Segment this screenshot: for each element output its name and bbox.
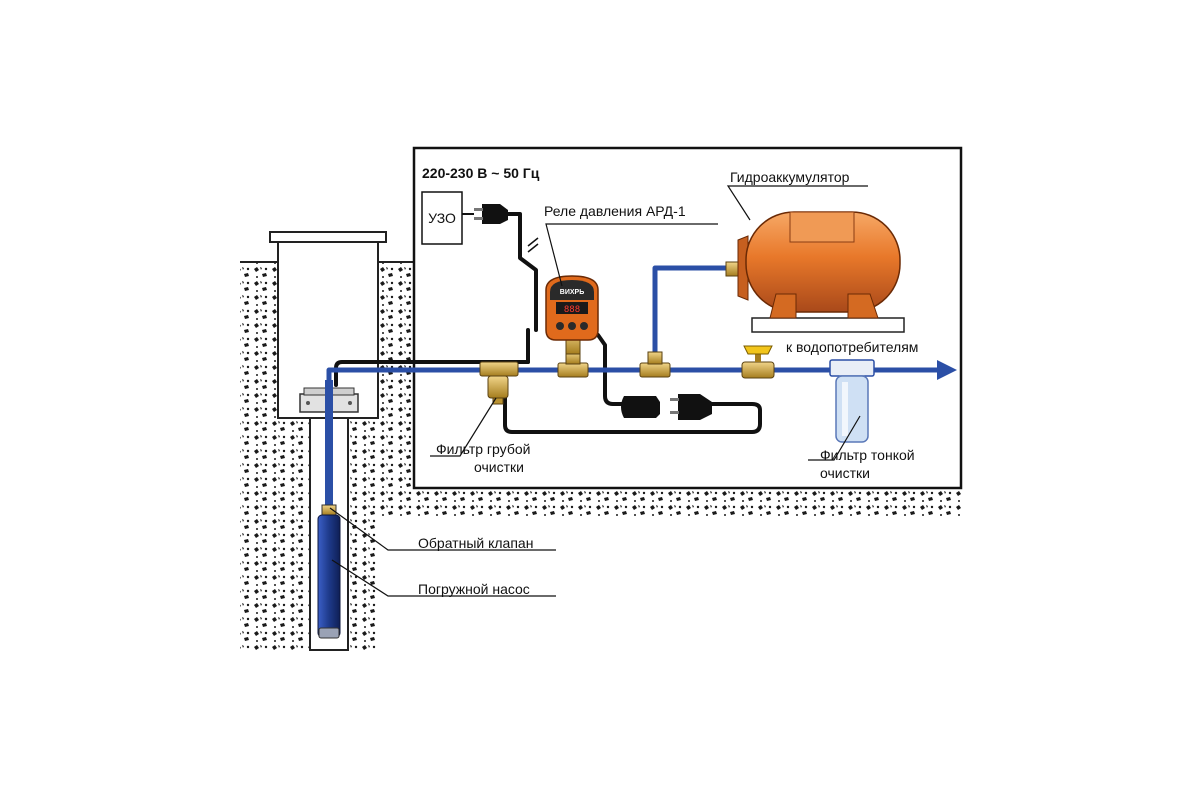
bolt-icon <box>306 401 310 405</box>
cable-break-mark <box>527 237 539 253</box>
rcd-label: УЗО <box>428 210 456 226</box>
accumulator-foot <box>847 293 879 319</box>
pressure-relay-label: Реле давления АРД-1 <box>544 203 686 219</box>
relay-button-icon <box>556 322 564 330</box>
drop-pipe <box>325 380 333 508</box>
fine-filter-label-2: очистки <box>820 465 870 481</box>
accumulator-fitting <box>725 261 739 277</box>
bolt-icon <box>348 401 352 405</box>
hydro-accumulator <box>725 211 905 333</box>
flow-arrow-icon <box>937 360 957 380</box>
coarse-filter-label-2: очистки <box>474 459 524 475</box>
soil-left <box>240 262 278 650</box>
accumulator-label: Гидроаккумулятор <box>730 169 850 185</box>
submersible-pump <box>317 514 341 638</box>
tee-fitting <box>639 351 671 378</box>
well <box>269 231 387 651</box>
socket-icon <box>621 396 660 418</box>
plug-icon <box>670 394 712 420</box>
accumulator-band <box>789 211 855 243</box>
voltage-label: 220-230 В ~ 50 Гц <box>422 165 540 181</box>
ball-valve <box>741 345 775 379</box>
leader-lines <box>329 185 868 597</box>
soil-under-house <box>378 488 961 518</box>
relay-display-digits: 888 <box>564 305 580 315</box>
relay-button-icon <box>568 322 576 330</box>
to-consumers-label: к водопотребителям <box>786 339 918 355</box>
soil-between <box>378 262 414 498</box>
fine-filter <box>829 359 875 443</box>
plug-icon <box>474 204 508 224</box>
pump-cap <box>318 627 340 639</box>
rcd-box: УЗО <box>421 191 463 245</box>
water-pipe <box>326 265 943 387</box>
relay-display <box>556 302 588 314</box>
accumulator-platform <box>751 317 905 333</box>
pressure-relay: ВИХРЬ 888 <box>545 275 599 355</box>
accumulator-foot <box>769 293 797 319</box>
fine-filter-label-1: Фильтр тонкой <box>820 447 915 463</box>
check-valve <box>321 504 337 516</box>
coarse-filter <box>479 361 519 405</box>
pump-label: Погружной насос <box>418 581 530 597</box>
well-cover <box>269 231 387 243</box>
relay-brand: ВИХРЬ <box>560 289 584 296</box>
check-valve-label: Обратный клапан <box>418 535 533 551</box>
accumulator-flange <box>737 235 749 301</box>
relay-button-icon <box>580 322 588 330</box>
coarse-filter-label-1: Фильтр грубой <box>436 441 530 457</box>
